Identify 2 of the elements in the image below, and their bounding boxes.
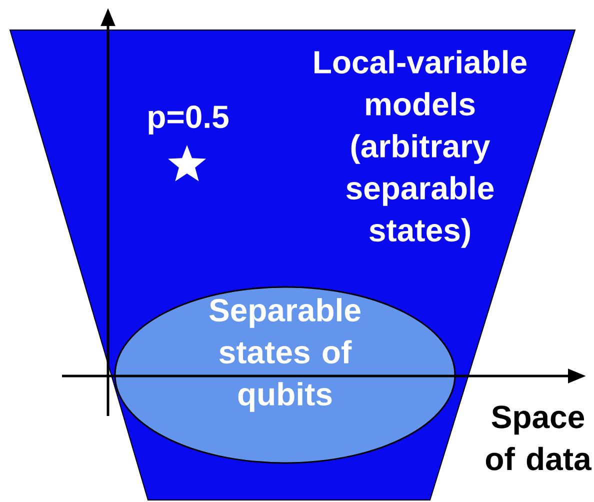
ellipse-region: Separable states of qubits: [114, 286, 456, 464]
label: p=0.5: [148, 106, 228, 134]
